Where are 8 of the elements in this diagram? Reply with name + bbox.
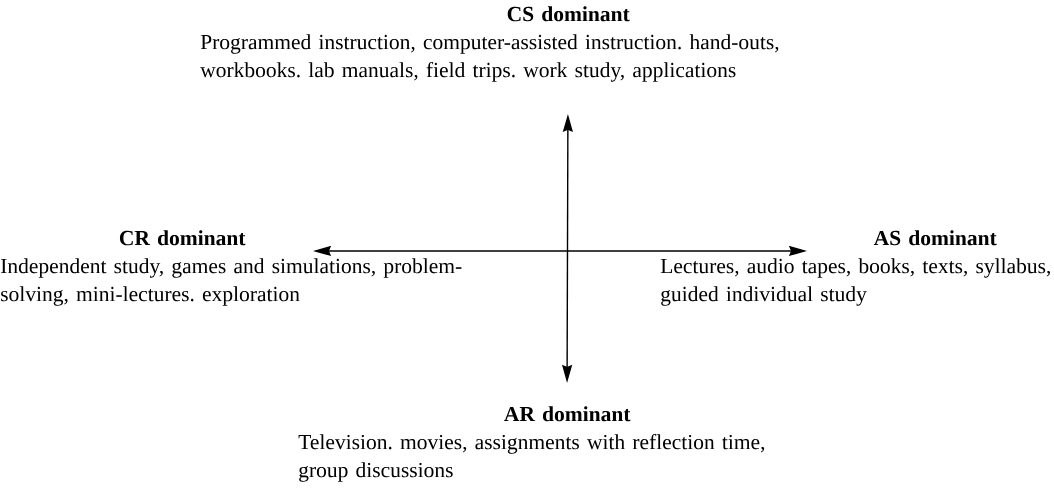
description: Lectures, audio tapes, books, texts, syllabus, guided individual study [660,258,1050,306]
heading: AR dominant [504,406,631,422]
heading: CS dominant [507,6,630,22]
description: Programmed instruction, computer-assisted instruction. hand-outs, workbooks. lab manuals, field trips. work study, applications [200,34,779,82]
heading: CR dominant [119,230,246,246]
heading: AS dominant [873,230,997,246]
description: Television. movies, assignments with reflection time, group discussions [298,434,765,482]
description: Independent study, games and simulations, problem-solving, mini-lectures. exploration [1,258,462,306]
